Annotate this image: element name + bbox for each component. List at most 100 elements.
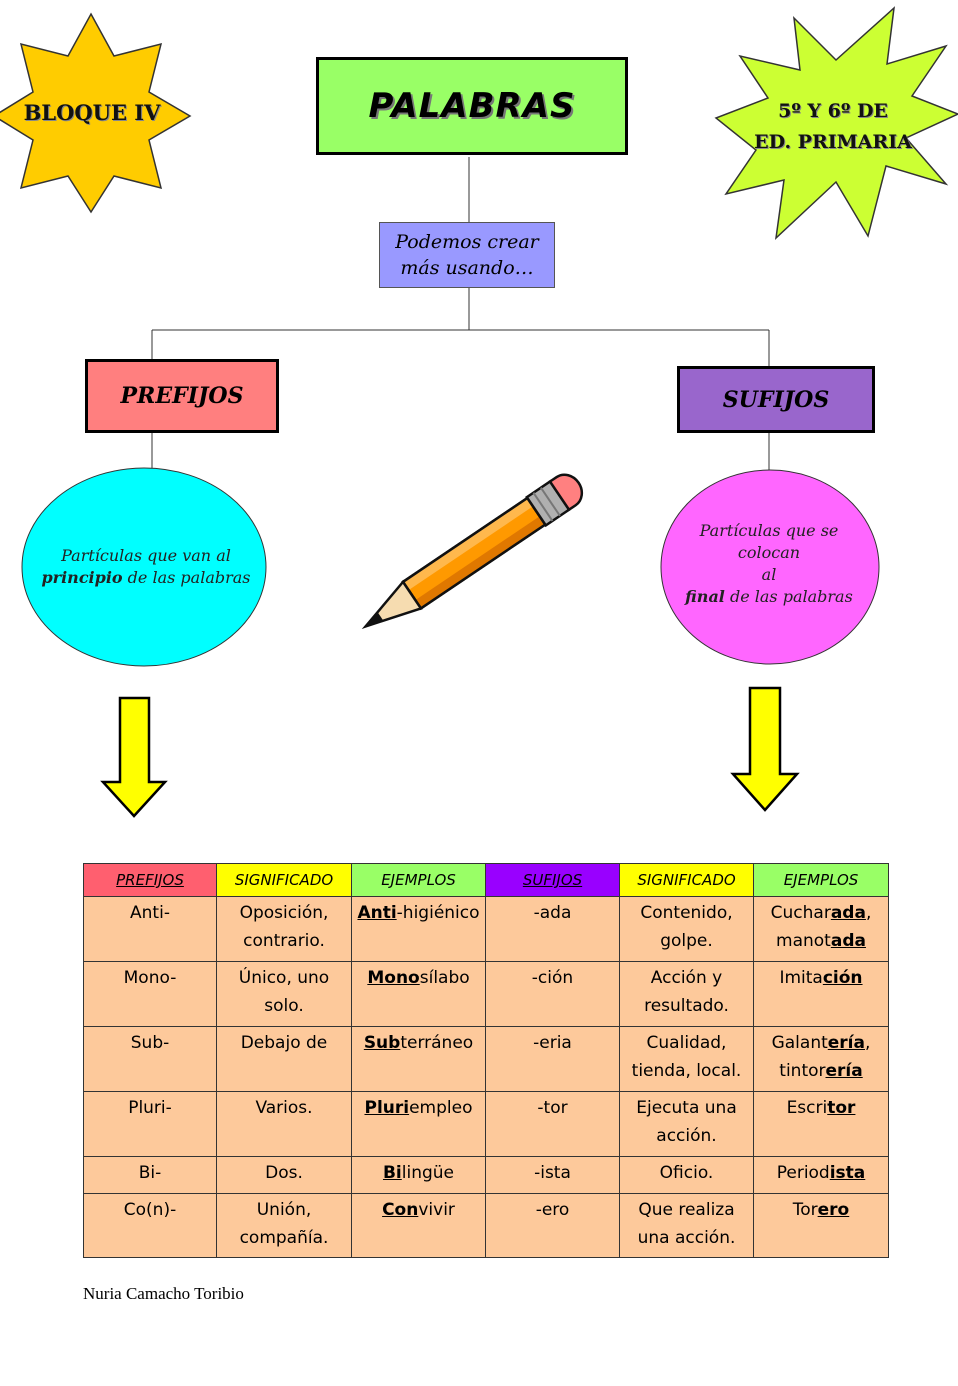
ejemplo-word: Periodista	[757, 1159, 885, 1187]
sufijo-cell: -tor	[485, 1091, 620, 1157]
page-title: PALABRAS	[368, 86, 576, 126]
header-prefijos: PREFIJOS	[83, 863, 217, 897]
sufijos-definition: Partículas que se colocan al final de la…	[662, 520, 876, 608]
ejemplo-word: Galantería,	[757, 1029, 885, 1057]
ejemplo-prefijo-cell: Convivir	[351, 1193, 486, 1258]
sufijos-box: SUFIJOS	[677, 366, 875, 433]
ejemplo-suffix: ería	[825, 1061, 863, 1081]
prefijos-def-line-1: Partículas que van al	[61, 546, 231, 565]
ejemplo-stem: Galant	[771, 1033, 828, 1053]
significado-cell: Oficio.	[619, 1156, 754, 1194]
ejemplo-rest: sílabo	[419, 968, 470, 988]
prefijos-box: PREFIJOS	[85, 359, 279, 433]
ejemplo-sufijo-cell: Torero	[753, 1193, 889, 1258]
prefijos-definition: Partículas que van al principio de las p…	[24, 545, 268, 589]
prefijos-def-line-2: principio de las palabras	[24, 567, 268, 589]
sufijos-def-line-2: colocan	[737, 543, 801, 562]
ejemplo-suffix: ción	[822, 968, 863, 988]
ejemplo-rest: lingüe	[401, 1163, 455, 1183]
ejemplo-rest: empleo	[409, 1098, 473, 1118]
curso-label: 5º Y 6º DE ED. PRIMARIA	[748, 96, 918, 158]
ejemplo-sufijo-cell: Galantería,tintorería	[753, 1026, 889, 1092]
sufijos-oval	[660, 469, 880, 665]
bloque-label: BLOQUE IV	[23, 100, 161, 125]
ejemplo-word: manotada	[757, 927, 885, 955]
header-ejemplos: EJEMPLOS	[351, 863, 486, 897]
intro-box: Podemos crear más usando…	[379, 222, 555, 288]
down-arrow-icon	[730, 686, 800, 812]
prefijo-cell: Bi-	[83, 1156, 217, 1194]
ejemplo-stem: manot	[776, 931, 831, 951]
author-credit: Nuria Camacho Toribio	[83, 1284, 244, 1303]
table-header-row: PREFIJOS SIGNIFICADO EJEMPLOS SUFIJOS SI…	[83, 863, 889, 897]
sufijo-cell: -ción	[485, 961, 620, 1027]
ejemplo-prefijo-cell: Monosílabo	[351, 961, 486, 1027]
sufijos-def-line-3: al	[761, 565, 777, 584]
sufijos-def-emph: final	[685, 587, 725, 606]
ejemplo-sufijo-cell: Periodista	[753, 1156, 889, 1194]
ejemplo-stem: Escri	[786, 1098, 828, 1118]
sufijo-cell: -eria	[485, 1026, 620, 1092]
ejemplo-punct: ,	[865, 903, 872, 923]
ejemplo-word: tintorería	[757, 1057, 885, 1085]
significado-cell: Oposición, contrario.	[216, 896, 352, 962]
ejemplo-suffix: tor	[827, 1098, 856, 1118]
ejemplo-stem: Cuchar	[770, 903, 831, 923]
significado-cell: Acción y resultado.	[619, 961, 754, 1027]
ejemplo-word: Cucharada,	[757, 899, 885, 927]
sufijos-def-line-1: Partículas que se	[699, 521, 839, 540]
table-row: Anti-Oposición, contrario.Anti-higiénico…	[83, 896, 889, 962]
header-significado: SIGNIFICADO	[619, 863, 754, 897]
down-arrow-icon	[100, 696, 168, 818]
ejemplo-stem: tintor	[779, 1061, 826, 1081]
prefijos-oval	[21, 467, 267, 667]
significado-cell: Que realiza una acción.	[619, 1193, 754, 1258]
prefijo-cell: Anti-	[83, 896, 217, 962]
ejemplo-suffix: ista	[829, 1163, 866, 1183]
ejemplo-word: Torero	[757, 1196, 885, 1224]
ejemplo-sufijo-cell: Escritor	[753, 1091, 889, 1157]
significado-cell: Ejecuta una acción.	[619, 1091, 754, 1157]
header-sufijos: SUFIJOS	[485, 863, 620, 897]
ejemplo-root: Anti	[357, 903, 397, 923]
sufijo-cell: -ista	[485, 1156, 620, 1194]
ejemplo-sufijo-cell: Cucharada,manotada	[753, 896, 889, 962]
intro-line-2: más usando…	[400, 257, 534, 279]
ejemplo-word: Imitación	[757, 964, 885, 992]
ejemplo-root: Sub	[363, 1033, 401, 1053]
significado-cell: Único, uno solo.	[216, 961, 352, 1027]
prefijo-cell: Pluri-	[83, 1091, 217, 1157]
curso-line-2: ED. PRIMARIA	[754, 131, 912, 153]
ejemplo-rest: terráneo	[400, 1033, 474, 1053]
header-significado: SIGNIFICADO	[216, 863, 352, 897]
significado-cell: Contenido, golpe.	[619, 896, 754, 962]
significado-cell: Cualidad, tienda, local.	[619, 1026, 754, 1092]
ejemplo-rest: -higiénico	[396, 903, 480, 923]
ejemplo-prefijo-cell: Subterráneo	[351, 1026, 486, 1092]
prefijo-cell: Co(n)-	[83, 1193, 217, 1258]
significado-cell: Debajo de	[216, 1026, 352, 1092]
ejemplo-sufijo-cell: Imitación	[753, 961, 889, 1027]
ejemplo-punct: ,	[864, 1033, 871, 1053]
ejemplo-suffix: ería	[827, 1033, 865, 1053]
ejemplo-root: Mono	[367, 968, 420, 988]
ejemplo-root: Bi	[382, 1163, 402, 1183]
connector-lines	[151, 157, 770, 471]
ejemplo-root: Con	[382, 1200, 419, 1220]
ejemplo-stem: Period	[776, 1163, 830, 1183]
sufijos-def-rest: de las palabras	[724, 587, 853, 606]
sufijo-cell: -ada	[485, 896, 620, 962]
bloque-star	[0, 12, 192, 214]
table-body: Anti-Oposición, contrario.Anti-higiénico…	[83, 896, 889, 1258]
prefijos-label: PREFIJOS	[120, 383, 244, 409]
ejemplo-prefijo-cell: Anti-higiénico	[351, 896, 486, 962]
curso-burst	[714, 6, 958, 240]
ejemplo-root: Pluri	[364, 1098, 410, 1118]
ejemplo-prefijo-cell: Bilingüe	[351, 1156, 486, 1194]
